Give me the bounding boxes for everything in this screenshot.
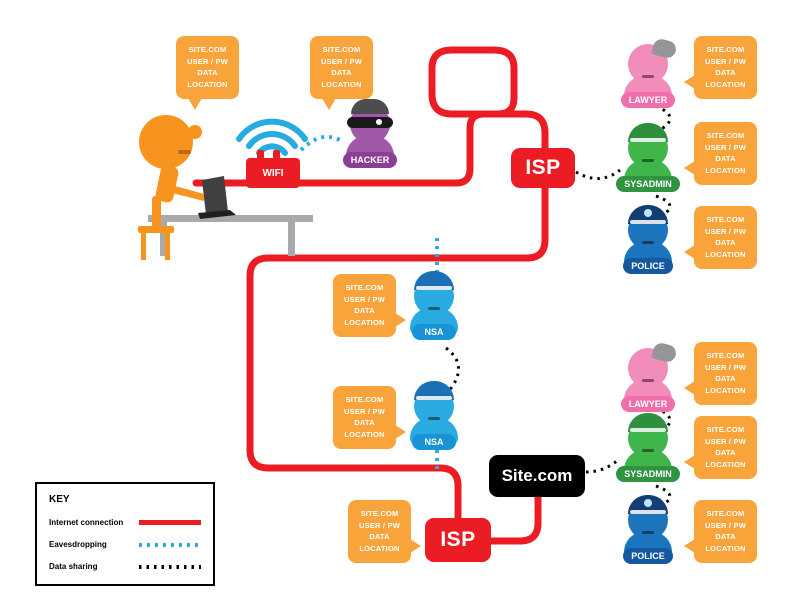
figure-nsa-top: NSA xyxy=(398,271,470,340)
nsa-top-label: NSA xyxy=(412,324,456,340)
police-bottom-label: POLICE xyxy=(623,548,673,564)
legend-sample-eavesdropping-line xyxy=(139,542,201,547)
wifi-label: WIFI xyxy=(262,167,284,179)
callout-user-data: SITE.COM USER / PW DATA LOCATION xyxy=(176,36,239,109)
nsa-cap-icon xyxy=(414,271,454,290)
figure-nsa-bottom: NSA xyxy=(398,381,470,450)
nsa-head xyxy=(414,381,454,426)
user-at-desk-illustration xyxy=(138,115,313,260)
sysadmin-cap-icon xyxy=(628,123,668,142)
figure-police-top: POLICE xyxy=(612,205,684,274)
datashare-nsa-to-nsa xyxy=(445,346,460,393)
datashare-isp-to-sysadmin-top xyxy=(575,168,621,180)
mouth xyxy=(642,531,654,534)
datashare-site-to-sysadmin-bottom xyxy=(585,458,619,474)
hacker-beanie-icon xyxy=(351,99,389,114)
figure-hacker: HACKER xyxy=(334,99,406,168)
isp-box-bottom: ISP xyxy=(425,518,491,562)
sysadmin-bottom-label: SYSADMIN xyxy=(616,466,680,482)
legend-label-datasharing: Data sharing xyxy=(49,562,98,571)
figure-police-bottom: POLICE xyxy=(612,495,684,564)
legend-row-eavesdropping: Eavesdropping xyxy=(49,540,201,549)
sysadmin-head xyxy=(628,413,668,458)
police-top-label: POLICE xyxy=(623,258,673,274)
callout-nsa-top-data: SITE.COM USER / PW DATA LOCATION xyxy=(333,274,406,337)
eavesdropping-lines xyxy=(299,134,439,472)
figure-sysadmin-bottom: SYSADMIN xyxy=(612,413,684,482)
sysadmin-head xyxy=(628,123,668,168)
site-com-label: Site.com xyxy=(501,466,573,485)
legend-row-internet: Internet connection xyxy=(49,518,201,527)
mouth xyxy=(428,307,440,310)
callout-isp-bottom-data: SITE.COM USER / PW DATA LOCATION xyxy=(348,500,421,563)
legend-key-box: KEY Internet connection Eavesdropping Da… xyxy=(35,482,215,586)
callout-police-top-data: SITE.COM USER / PW DATA LOCATION xyxy=(684,206,757,269)
legend-sample-datasharing-line xyxy=(139,564,201,569)
callout-lawyer-bottom-data: SITE.COM USER / PW DATA LOCATION xyxy=(684,342,757,405)
user-figure xyxy=(138,115,204,260)
mouth xyxy=(642,449,654,452)
lawyer-top-label: LAWYER xyxy=(620,92,676,108)
wifi-arc-large xyxy=(236,118,308,142)
isp-box-top: ISP xyxy=(511,148,575,188)
wifi-router: WIFI xyxy=(246,150,300,188)
police-cap-icon xyxy=(628,495,668,514)
legend-label-eavesdropping: Eavesdropping xyxy=(49,540,107,549)
callout-nsa-bottom-data: SITE.COM USER / PW DATA LOCATION xyxy=(333,386,406,449)
figure-sysadmin-top: SYSADMIN xyxy=(612,123,684,192)
police-badge-icon xyxy=(644,209,652,217)
site-com-box: Site.com xyxy=(489,455,585,497)
mouth xyxy=(642,241,654,244)
desk xyxy=(148,215,313,256)
callout-sysadmin-top-data: SITE.COM USER / PW DATA LOCATION xyxy=(684,122,757,185)
police-cap-icon xyxy=(628,205,668,224)
nsa-head xyxy=(414,271,454,316)
mouth xyxy=(642,379,654,382)
callout-hacker-data: SITE.COM USER / PW DATA LOCATION xyxy=(310,36,373,109)
lawyer-head xyxy=(628,37,678,84)
internet-line-isp-to-site xyxy=(487,493,542,545)
hacker-mask-icon xyxy=(347,117,393,128)
legend-label-internet: Internet connection xyxy=(49,518,124,527)
nsa-bottom-label: NSA xyxy=(412,434,456,450)
figure-lawyer-bottom: LAWYER xyxy=(612,341,684,412)
internet-line-desk-to-isp xyxy=(192,46,549,187)
sysadmin-cap-icon xyxy=(628,413,668,432)
sysadmin-top-label: SYSADMIN xyxy=(616,176,680,192)
data-sharing-lines xyxy=(445,104,672,510)
internet-line-isp-to-isp xyxy=(246,184,549,522)
legend-title: KEY xyxy=(49,494,70,505)
legend-sample-internet-line xyxy=(139,520,201,525)
isp-bottom-label: ISP xyxy=(440,528,476,551)
hacker-label: HACKER xyxy=(342,152,398,168)
mouth xyxy=(642,159,654,162)
lawyer-head xyxy=(628,341,678,388)
police-head xyxy=(628,495,668,540)
laptop-icon xyxy=(198,176,236,219)
callout-lawyer-top-data: SITE.COM USER / PW DATA LOCATION xyxy=(684,36,757,99)
nsa-cap-icon xyxy=(414,381,454,400)
police-head xyxy=(628,205,668,250)
wifi-arc-medium xyxy=(246,131,298,149)
callout-police-bottom-data: SITE.COM USER / PW DATA LOCATION xyxy=(684,500,757,563)
mouth xyxy=(642,75,654,78)
lawyer-bottom-label: LAWYER xyxy=(620,396,676,412)
hacker-eye-icon xyxy=(376,119,382,125)
isp-top-label: ISP xyxy=(525,156,561,179)
police-badge-icon xyxy=(644,499,652,507)
legend-row-datasharing: Data sharing xyxy=(49,562,201,571)
callout-sysadmin-bottom-data: SITE.COM USER / PW DATA LOCATION xyxy=(684,416,757,479)
hacker-head xyxy=(347,99,393,144)
mouth xyxy=(428,417,440,420)
figure-lawyer-top: LAWYER xyxy=(612,37,684,108)
